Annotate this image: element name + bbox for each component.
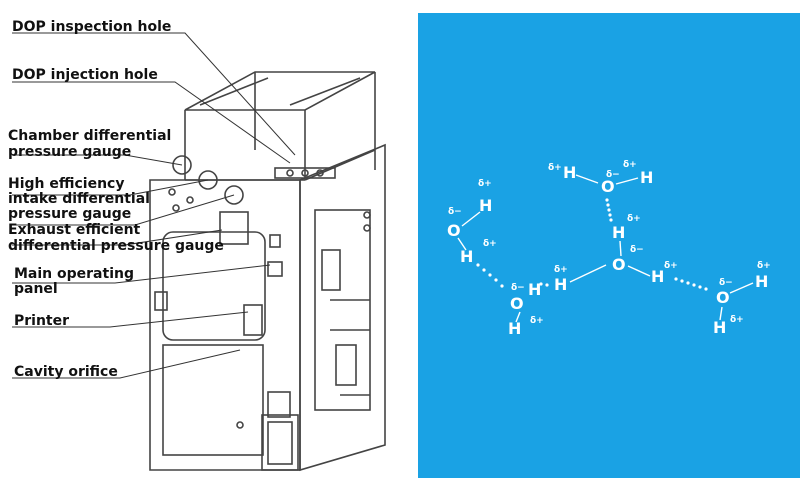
hydrogen-atom: H <box>713 318 726 337</box>
label-main-panel-2: panel <box>14 281 58 297</box>
label-exhaust-gauge-1: Exhaust efficient <box>8 222 141 238</box>
delta-plus-label: δ+ <box>623 160 637 170</box>
hydrogen-atom: H <box>755 272 768 291</box>
delta-plus-label: δ+ <box>530 316 544 326</box>
water-hydrogen-bond-diagram: H δ+ O δ− H δ+ δ+ H δ− O δ+ H H δ+ δ− O … <box>418 13 800 478</box>
delta-minus-label: δ− <box>630 245 644 255</box>
delta-plus-label: δ+ <box>730 315 744 325</box>
label-printer: Printer <box>14 313 69 329</box>
hydrogen-bond <box>539 282 549 287</box>
hydrogen-bond <box>605 198 613 222</box>
delta-plus-label: δ+ <box>478 179 492 189</box>
hydrogen-atom: H <box>528 280 541 299</box>
label-exhaust-gauge-2: differential pressure gauge <box>8 238 224 254</box>
label-chamber-gauge-1: Chamber differential <box>8 128 171 144</box>
delta-plus-label: δ+ <box>554 265 568 275</box>
oxygen-atom: O <box>612 255 626 274</box>
delta-plus-label: δ+ <box>757 261 771 271</box>
label-intake-gauge-1: High efficiency <box>8 176 124 192</box>
hydrogen-bonds <box>476 198 708 291</box>
water-molecule-lower-left: δ− O H H δ+ <box>508 280 544 338</box>
delta-plus-label: δ+ <box>627 214 641 224</box>
delta-plus-label: δ+ <box>483 239 497 249</box>
hydrogen-bond <box>476 263 504 288</box>
label-dop-inspection-hole: DOP inspection hole <box>12 19 171 35</box>
label-chamber-gauge-2: pressure gauge <box>8 144 131 160</box>
label-intake-gauge-2: intake differential <box>8 191 150 207</box>
oxygen-atom: O <box>510 294 524 313</box>
hydrogen-atom: H <box>460 247 473 266</box>
delta-plus-label: δ+ <box>664 261 678 271</box>
water-molecule-top: H δ+ O δ− H δ+ <box>548 160 653 196</box>
label-main-panel-1: Main operating <box>14 266 134 282</box>
hydrogen-atom: H <box>612 223 625 242</box>
hydrogen-atom: H <box>508 319 521 338</box>
delta-minus-label: δ− <box>448 207 462 217</box>
hydrogen-atom: H <box>563 163 576 182</box>
water-molecule-right: δ+ H δ− O H δ+ <box>713 261 771 337</box>
hydrogen-atom: H <box>554 275 567 294</box>
water-molecule-left: δ+ H δ− O δ+ H <box>447 179 497 266</box>
label-dop-injection-hole: DOP injection hole <box>12 67 158 83</box>
hydrogen-bond <box>674 277 708 291</box>
water-molecule-center: H δ+ δ− O δ+ H H δ+ <box>554 214 678 294</box>
delta-plus-label: δ+ <box>548 163 562 173</box>
oxygen-atom: O <box>601 177 615 196</box>
equipment-diagram: DOP inspection hole DOP injection hole C… <box>8 19 386 472</box>
label-intake-gauge-3: pressure gauge <box>8 206 131 222</box>
delta-minus-label: δ− <box>719 278 733 288</box>
hydrogen-atom: H <box>640 168 653 187</box>
cabinet-drawing <box>149 71 386 472</box>
oxygen-atom: O <box>716 288 730 307</box>
hydrogen-atom: H <box>479 196 492 215</box>
delta-minus-label: δ− <box>511 283 525 293</box>
delta-minus-label: δ− <box>606 170 620 180</box>
hydrogen-atom: H <box>651 267 664 286</box>
label-cavity-orifice: Cavity orifice <box>14 364 118 380</box>
molecule-panel-background <box>418 13 800 478</box>
oxygen-atom: O <box>447 221 461 240</box>
leader-lines <box>12 32 296 379</box>
